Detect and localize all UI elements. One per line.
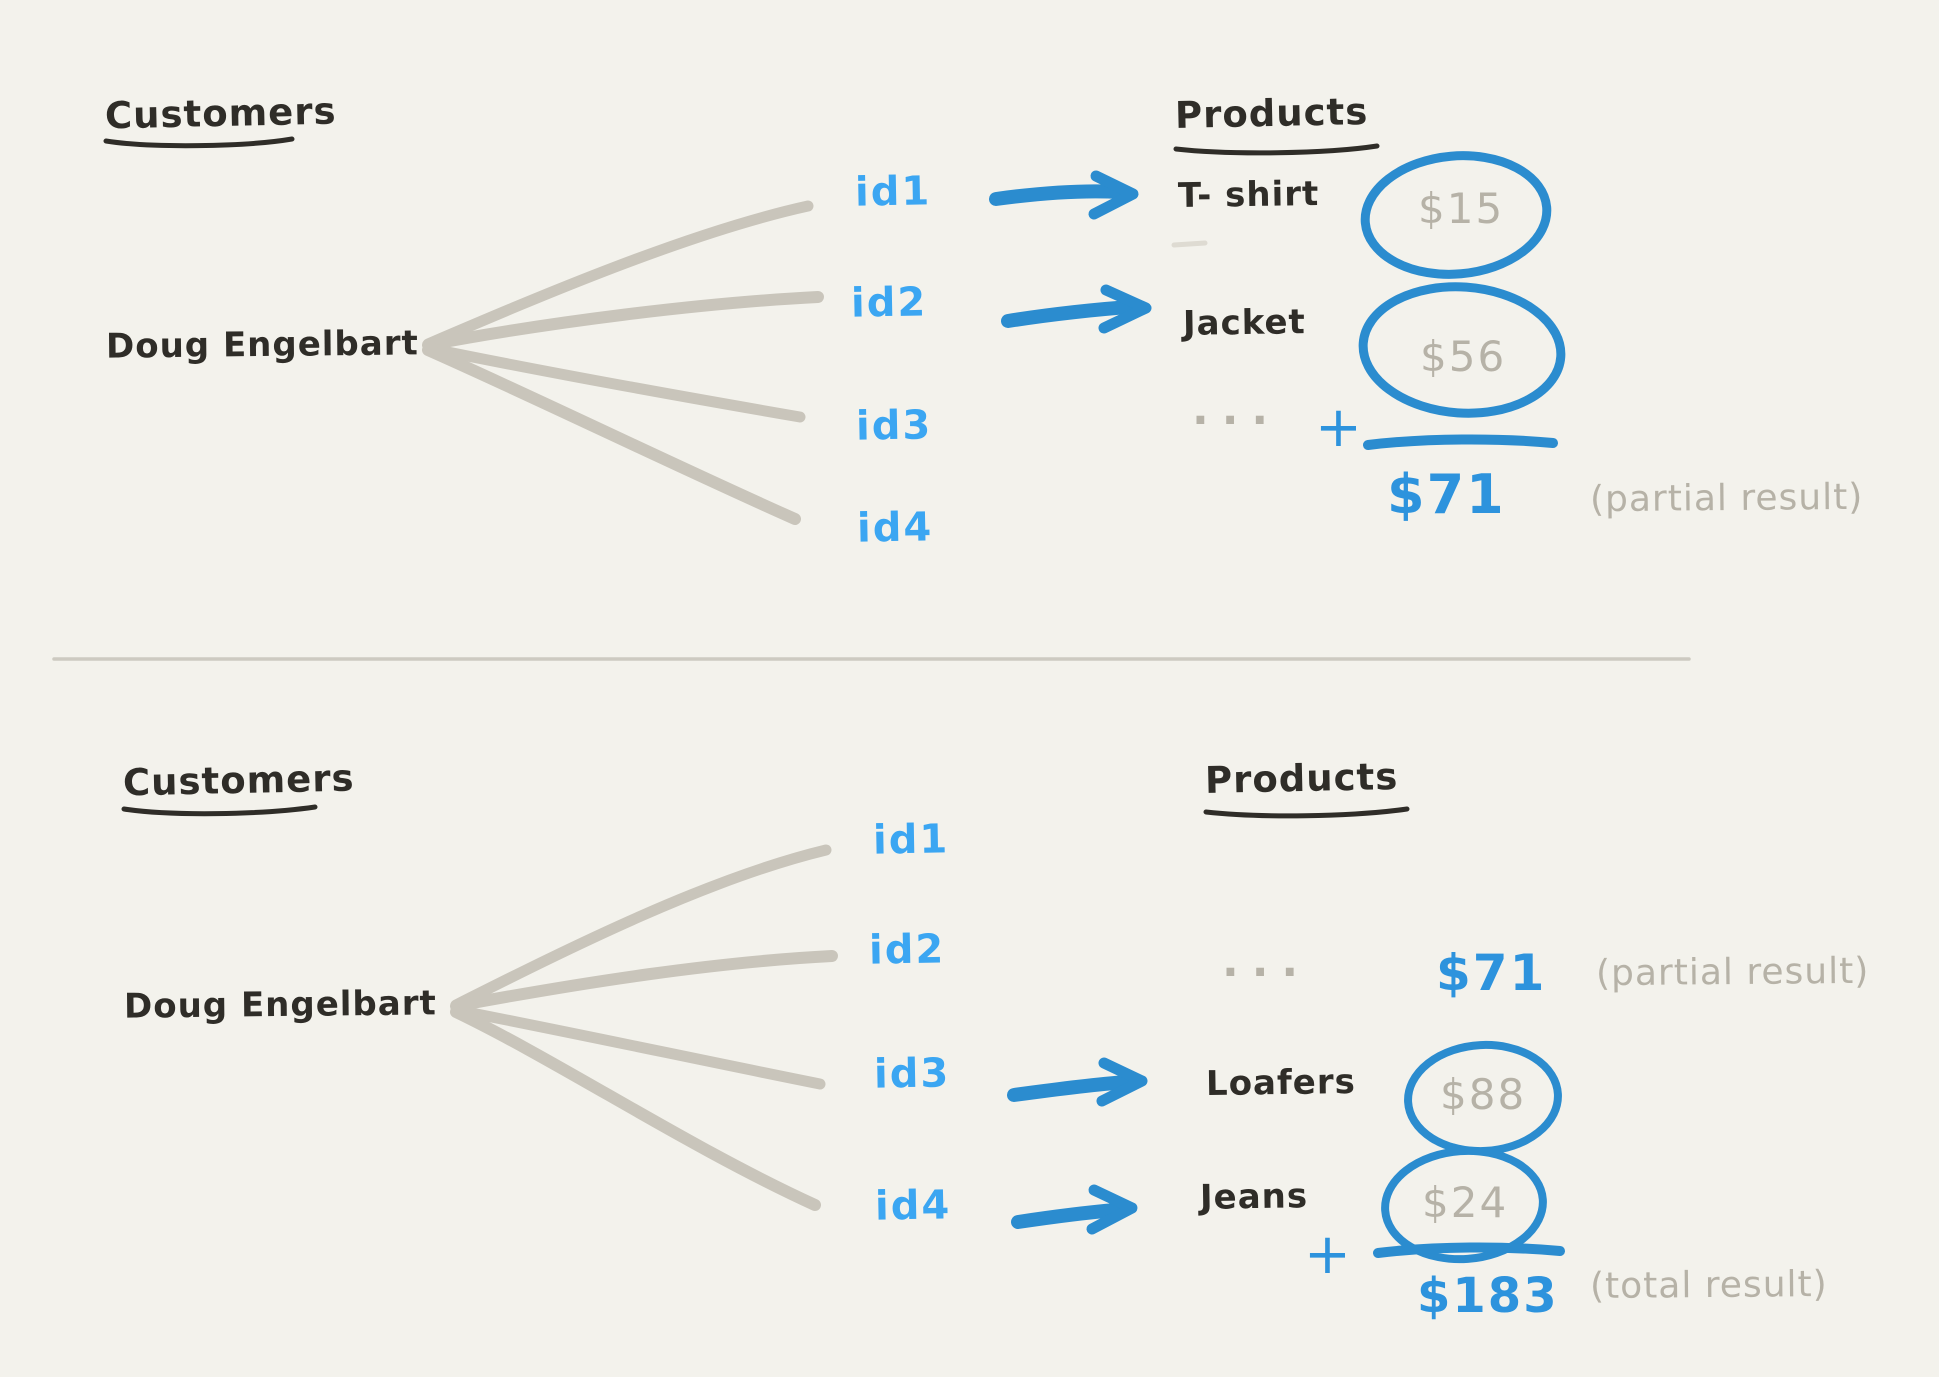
product-tshirt: T- shirt [1177,174,1320,216]
plus-sign-bottom: + [1304,1222,1351,1287]
arrow-id3-loafers-head [1096,1057,1148,1107]
fan-line-bottom-id3 [450,1004,826,1090]
id2-label-top: id2 [850,279,928,327]
arrow-id4-jeans-head [1086,1184,1138,1235]
arrow-id3-loafers-shaft [1007,1075,1133,1102]
price-jeans: $24 [1422,1178,1509,1227]
arrow-id1-tshirt-head [1088,170,1139,220]
fan-line-bottom-id4 [450,1006,821,1211]
fan-line-bottom-id1 [450,844,832,1011]
fan-line-bottom-id2 [450,950,838,1012]
product-loafers: Loafers [1205,1061,1357,1105]
customers-heading-bottom: Customers [122,756,355,805]
arrow-id4-jeans-shaft [1011,1203,1123,1229]
price-circle-15 [1360,151,1552,279]
id2-label-bottom: id2 [868,926,946,974]
id4-label-bottom: id4 [874,1182,952,1230]
partial-sum-line [1363,434,1558,450]
id3-label-bottom: id3 [873,1050,951,1098]
products-underline-top [1173,143,1380,156]
customer-name-top: Doug Engelbart [105,323,419,367]
customers-underline-bottom [121,804,318,817]
ellipsis-top: ... [1192,384,1282,435]
fan-line-top-id4 [422,344,801,525]
fan-line-top-id1 [422,200,814,350]
product-jeans: Jeans [1199,1176,1309,1218]
customers-underline-top [103,136,295,149]
smudge-mark [1171,240,1208,248]
product-jacket: Jacket [1182,302,1307,344]
products-heading-bottom: Products [1204,754,1399,803]
price-loafers: $88 [1440,1070,1527,1119]
total-sum-value: $183 [1417,1268,1559,1324]
plus-sign-top: + [1315,395,1362,460]
customers-heading-top: Customers [104,89,337,138]
price-jacket: $56 [1420,332,1507,381]
price-circle-56 [1358,282,1566,418]
arrow-id2-jacket-shaft [1001,300,1137,328]
id1-label-bottom: id1 [872,816,950,864]
fan-line-top-id3 [422,342,806,423]
partial-result-note-top: (partial result) [1589,476,1864,521]
id3-label-top: id3 [855,402,933,450]
arrow-id1-tshirt-shaft [989,184,1127,206]
fan-line-top-id2 [422,291,824,351]
price-circle-24 [1381,1146,1547,1264]
arrow-id2-jacket-head [1098,284,1152,334]
products-heading-top: Products [1174,89,1369,138]
carried-partial-sum: $71 [1436,944,1547,1002]
total-result-note: (total result) [1589,1263,1828,1308]
customer-name-bottom: Doug Engelbart [123,983,437,1027]
partial-sum-value-top: $71 [1387,463,1506,526]
price-tshirt: $15 [1418,184,1505,233]
products-underline-bottom [1203,806,1410,819]
id1-label-top: id1 [854,168,932,216]
id4-label-top: id4 [856,504,934,552]
partial-result-note-bottom: (partial result) [1595,950,1870,995]
ellipsis-bottom: ... [1222,936,1312,987]
total-sum-line [1373,1242,1565,1258]
